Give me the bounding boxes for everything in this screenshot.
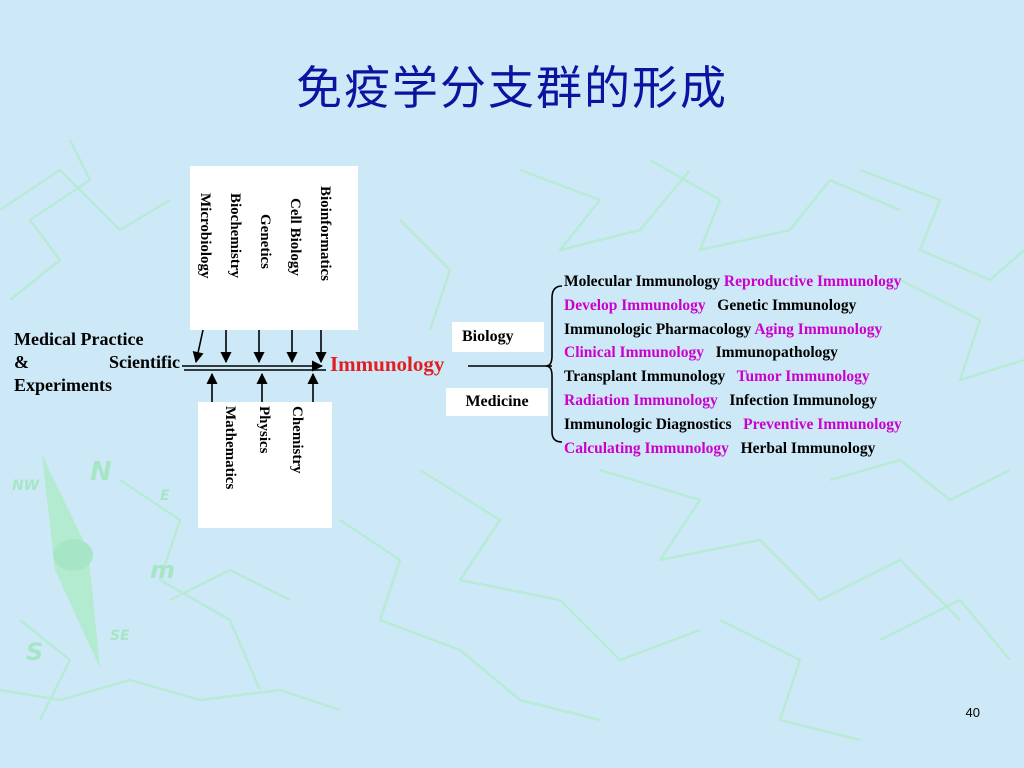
subfield-item: Develop Immunology <box>564 296 706 314</box>
discipline-mathematics: Mathematics <box>222 406 238 490</box>
discipline-microbiology: Microbiology <box>197 193 213 279</box>
discipline-biochemistry: Biochemistry <box>227 193 243 278</box>
subfield-row: Molecular Immunology Reproductive Immuno… <box>564 270 902 294</box>
subfield-item: Molecular Immunology <box>564 273 720 290</box>
left-label-line1: Medical Practice <box>14 329 144 349</box>
subfield-item: Aging Immunology <box>754 320 883 338</box>
subfield-item: Herbal Immunology <box>740 439 876 457</box>
svg-text:N: N <box>90 457 112 487</box>
biology-branch-box: Biology <box>452 322 544 352</box>
svg-text:m: m <box>150 556 175 584</box>
subfield-row: Immunologic Pharmacology Aging Immunolog… <box>564 318 902 342</box>
svg-text:SE: SE <box>110 628 130 644</box>
biology-branch-label: Biology <box>462 328 514 345</box>
svg-text:E: E <box>160 488 170 504</box>
subfield-item: Immunopathology <box>715 344 838 362</box>
medicine-branch-box: Medicine <box>446 388 548 416</box>
subfield-item: Immunologic Diagnostics <box>564 415 732 433</box>
left-label-scientific: Scientific <box>109 352 180 373</box>
subfield-item: Tumor Immunology <box>736 368 870 386</box>
discipline-chemistry: Chemistry <box>289 406 305 474</box>
subfield-row: Clinical Immunology Immunopathology <box>564 341 902 365</box>
subfield-row: Radiation Immunology Infection Immunolog… <box>564 389 902 413</box>
immunology-subfields-list: Molecular Immunology Reproductive Immuno… <box>564 270 902 460</box>
discipline-bioinformatics: Bioinformatics <box>317 186 333 281</box>
page-title: 免疫学分支群的形成 <box>296 61 728 115</box>
immunology-label: Immunology <box>330 352 445 376</box>
subfield-item: Preventive Immunology <box>743 415 902 433</box>
subfield-row: Calculating Immunology Herbal Immunology <box>564 437 902 461</box>
left-label-ampersand: & <box>14 352 29 373</box>
subfield-item: Clinical Immunology <box>564 344 704 362</box>
discipline-genetics: Genetics <box>257 214 273 269</box>
page-number: 40 <box>965 705 980 720</box>
subfield-item: Infection Immunology <box>729 391 878 409</box>
subfield-row: Develop Immunology Genetic Immunology <box>564 294 902 318</box>
svg-text:NW: NW <box>12 478 40 494</box>
discipline-physics: Physics <box>256 406 272 454</box>
medicine-branch-label: Medicine <box>465 393 529 410</box>
subfield-item: Immunologic Pharmacology <box>564 320 752 338</box>
subfield-item: Transplant Immunology <box>564 368 726 386</box>
subfield-item: Calculating Immunology <box>564 439 729 457</box>
subfield-item: Radiation Immunology <box>564 391 718 409</box>
medical-practice-label: Medical Practice & Scientific Experiment… <box>14 328 180 397</box>
subfield-row: Transplant Immunology Tumor Immunology <box>564 365 902 389</box>
discipline-cell-biology: Cell Biology <box>287 198 303 276</box>
svg-text:S: S <box>26 638 43 666</box>
subfield-item: Reproductive Immunology <box>723 273 902 290</box>
subfield-item: Genetic Immunology <box>717 296 857 314</box>
bottom-disciplines-box: Chemistry Physics Mathematics <box>198 402 332 528</box>
left-label-line3: Experiments <box>14 375 112 396</box>
top-disciplines-box: Bioinformatics Cell Biology Genetics Bio… <box>190 166 358 330</box>
subfield-row: Immunologic Diagnostics Preventive Immun… <box>564 413 902 437</box>
